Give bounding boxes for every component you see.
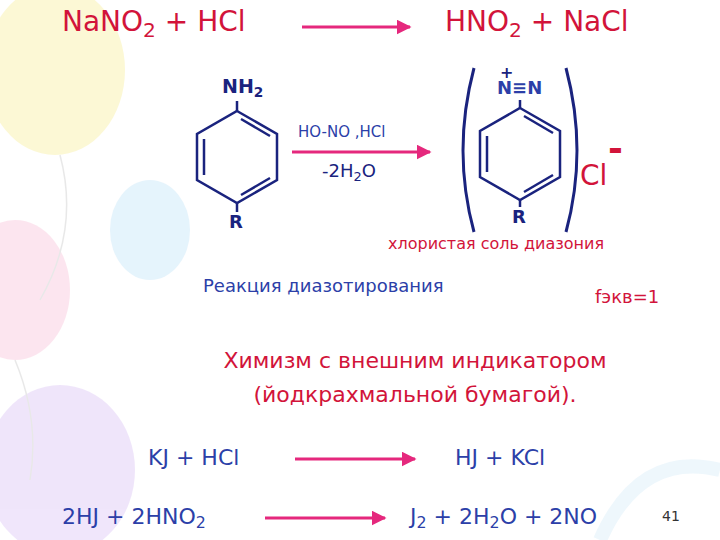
equation: 2HJ + 2HNO2 — [62, 504, 206, 529]
charge: - — [608, 128, 623, 169]
equation: KJ + HCl — [148, 445, 239, 470]
swirl — [600, 466, 720, 540]
brackets — [463, 68, 577, 232]
anion: Cl — [580, 160, 607, 192]
caption-label: хлористая соль диазония — [388, 235, 604, 253]
radical: R — [512, 207, 526, 228]
reagent: HO-NO ,HCl — [298, 124, 385, 141]
reaction-name: Реакция диазотирования — [203, 276, 444, 297]
page-number: 41 — [662, 508, 680, 524]
benzene-ring — [197, 101, 277, 212]
diazo-group: N≡N — [497, 78, 542, 99]
equation: J2 + 2H2O + 2NO — [410, 504, 597, 529]
radical: R — [229, 212, 243, 233]
reaction-arrows — [265, 27, 430, 518]
amino-group: NH2 — [222, 76, 263, 98]
benzene-ring — [480, 100, 560, 207]
method-note: Химизм с внешним индикатором (йодкрахмал… — [185, 344, 645, 412]
equivalence-factor: fэкв=1 — [595, 287, 659, 308]
byproduct: -2H2O — [322, 161, 376, 182]
equation: NaNO2 + HCl — [62, 6, 246, 38]
equation: HJ + KCl — [455, 445, 545, 470]
equation: HNO2 + NaCl — [445, 6, 629, 38]
